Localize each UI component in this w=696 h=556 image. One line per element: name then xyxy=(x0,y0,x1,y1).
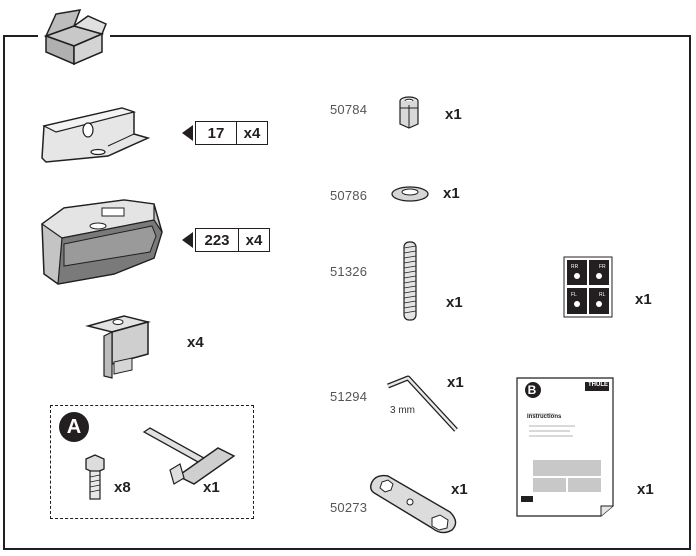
sticker-sheet-illustration: RR FR FL RL xyxy=(563,256,613,318)
bracket-illustration xyxy=(85,315,151,379)
foot-tag: 223 x4 xyxy=(182,228,270,252)
sticker-label-rr: RR xyxy=(571,264,579,270)
sticker-label-fr: FR xyxy=(599,264,606,270)
hex-key-part-number: 51294 xyxy=(330,389,368,404)
foot-number: 223 xyxy=(204,231,230,249)
flat-wrench-illustration xyxy=(369,474,457,534)
manual-quantity: x1 xyxy=(637,481,654,498)
instruction-manual-illustration xyxy=(516,377,614,517)
manual-brand-logo: THULE xyxy=(588,382,608,388)
hex-key-quantity: x1 xyxy=(447,374,464,391)
washer-part-number: 50786 xyxy=(330,188,368,203)
threaded-rod-quantity: x1 xyxy=(446,294,463,311)
sticker-label-rl: RL xyxy=(599,292,606,298)
hex-key-illustration xyxy=(387,375,458,432)
foot-illustration xyxy=(40,199,163,285)
nut-part-number: 50784 xyxy=(330,102,368,117)
washer-illustration xyxy=(391,186,429,202)
parts-list-frame xyxy=(3,35,691,550)
nut-illustration xyxy=(399,96,419,129)
pointer-arrow-icon xyxy=(182,125,193,141)
foot-pad-number: 17 xyxy=(207,124,225,142)
nut-quantity: x1 xyxy=(445,106,462,123)
foot-pad-illustration xyxy=(41,107,151,163)
sticker-sheet-quantity: x1 xyxy=(635,291,652,308)
wrench-quantity: x1 xyxy=(451,481,468,498)
washer-quantity: x1 xyxy=(443,185,460,202)
foot-quantity: x4 xyxy=(238,229,269,251)
sticker-label-fl: FL xyxy=(571,292,577,298)
kit-a-badge: A xyxy=(59,412,89,442)
t-handle-tool-illustration xyxy=(142,427,236,485)
bolt-illustration xyxy=(85,454,105,500)
foot-pad-quantity: x4 xyxy=(236,122,267,144)
manual-badge: B xyxy=(527,383,537,397)
foot-pad-tag: 17 x4 xyxy=(182,121,268,145)
wrench-part-number: 50273 xyxy=(330,500,368,515)
tool-quantity: x1 xyxy=(203,479,220,496)
threaded-rod-part-number: 51326 xyxy=(330,264,368,279)
threaded-rod-illustration xyxy=(403,241,417,321)
manual-heading: Instructions xyxy=(527,414,562,420)
bolt-quantity: x8 xyxy=(114,479,131,496)
bracket-quantity: x4 xyxy=(187,334,204,351)
pointer-arrow-icon xyxy=(182,232,193,248)
package-box-icon xyxy=(38,6,110,66)
hex-key-size-label: 3 mm xyxy=(390,405,415,416)
kit-a-group: A xyxy=(50,405,254,519)
